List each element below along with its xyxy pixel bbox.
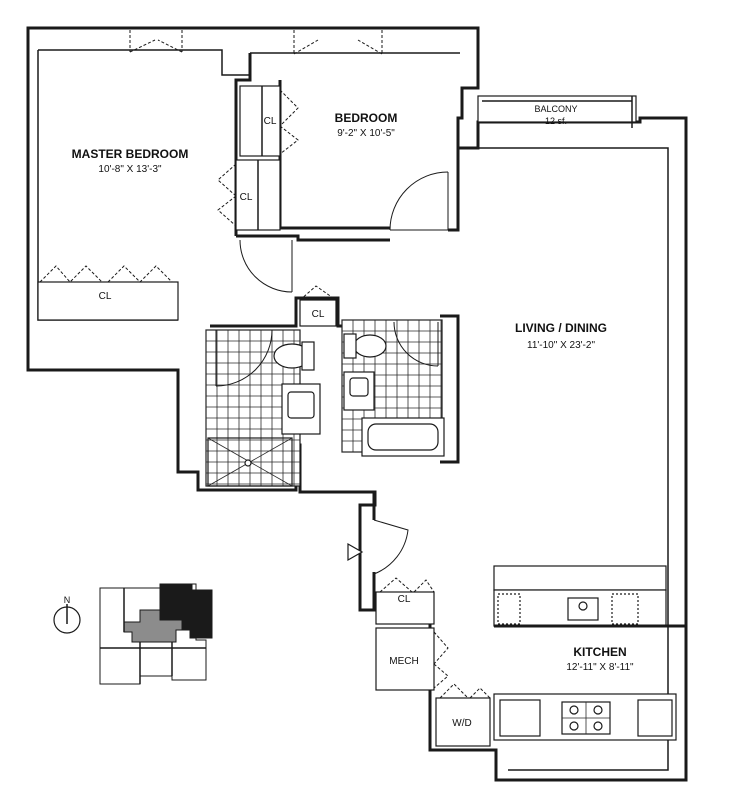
key-plan bbox=[99, 583, 213, 685]
balcony: BALCONY 12 sf. bbox=[477, 95, 637, 128]
bedroom-dims: 9'-2" X 10'-5" bbox=[337, 128, 395, 139]
washer-dryer: W/D bbox=[435, 683, 491, 747]
closet-label: CL bbox=[264, 116, 277, 127]
living-dining-dims: 11'-10" X 23'-2" bbox=[527, 340, 595, 351]
second-bath bbox=[341, 319, 445, 457]
entry-door bbox=[347, 519, 409, 575]
compass: N bbox=[53, 595, 81, 634]
kitchen-appliances bbox=[497, 593, 673, 737]
master-door bbox=[239, 239, 293, 293]
kitchen-dims: 12'-11" X 8'-11" bbox=[566, 662, 634, 673]
closet-label: CL bbox=[312, 309, 325, 320]
entry-arrow-icon bbox=[347, 542, 364, 562]
master-closet-doors: CL bbox=[39, 265, 173, 302]
room-labels: MASTER BEDROOM 10'-8" X 13'-3" BEDROOM 9… bbox=[72, 111, 634, 673]
master-window-doors bbox=[129, 30, 383, 55]
mech-room: MECH bbox=[375, 627, 449, 691]
north-label: N bbox=[64, 595, 71, 605]
closet-label: CL bbox=[398, 594, 411, 605]
master-bath bbox=[205, 329, 321, 487]
entry-closet: CL bbox=[375, 577, 435, 625]
closet-label: CL bbox=[240, 192, 253, 203]
balcony-label: BALCONY bbox=[534, 104, 577, 114]
hall-closet: CL bbox=[299, 285, 337, 327]
bedroom-door bbox=[389, 171, 449, 231]
bedroom-closets: CL CL bbox=[217, 85, 299, 231]
wd-label: W/D bbox=[452, 718, 471, 729]
balcony-area: 12 sf. bbox=[545, 116, 567, 126]
mech-label: MECH bbox=[389, 656, 418, 667]
closet-label: CL bbox=[99, 291, 112, 302]
master-bedroom-name: MASTER BEDROOM bbox=[72, 147, 189, 161]
bedroom-name: BEDROOM bbox=[335, 111, 398, 125]
kitchen-name: KITCHEN bbox=[573, 645, 626, 659]
living-dining-name: LIVING / DINING bbox=[515, 321, 607, 335]
master-bedroom-dims: 10'-8" X 13'-3" bbox=[98, 164, 162, 175]
